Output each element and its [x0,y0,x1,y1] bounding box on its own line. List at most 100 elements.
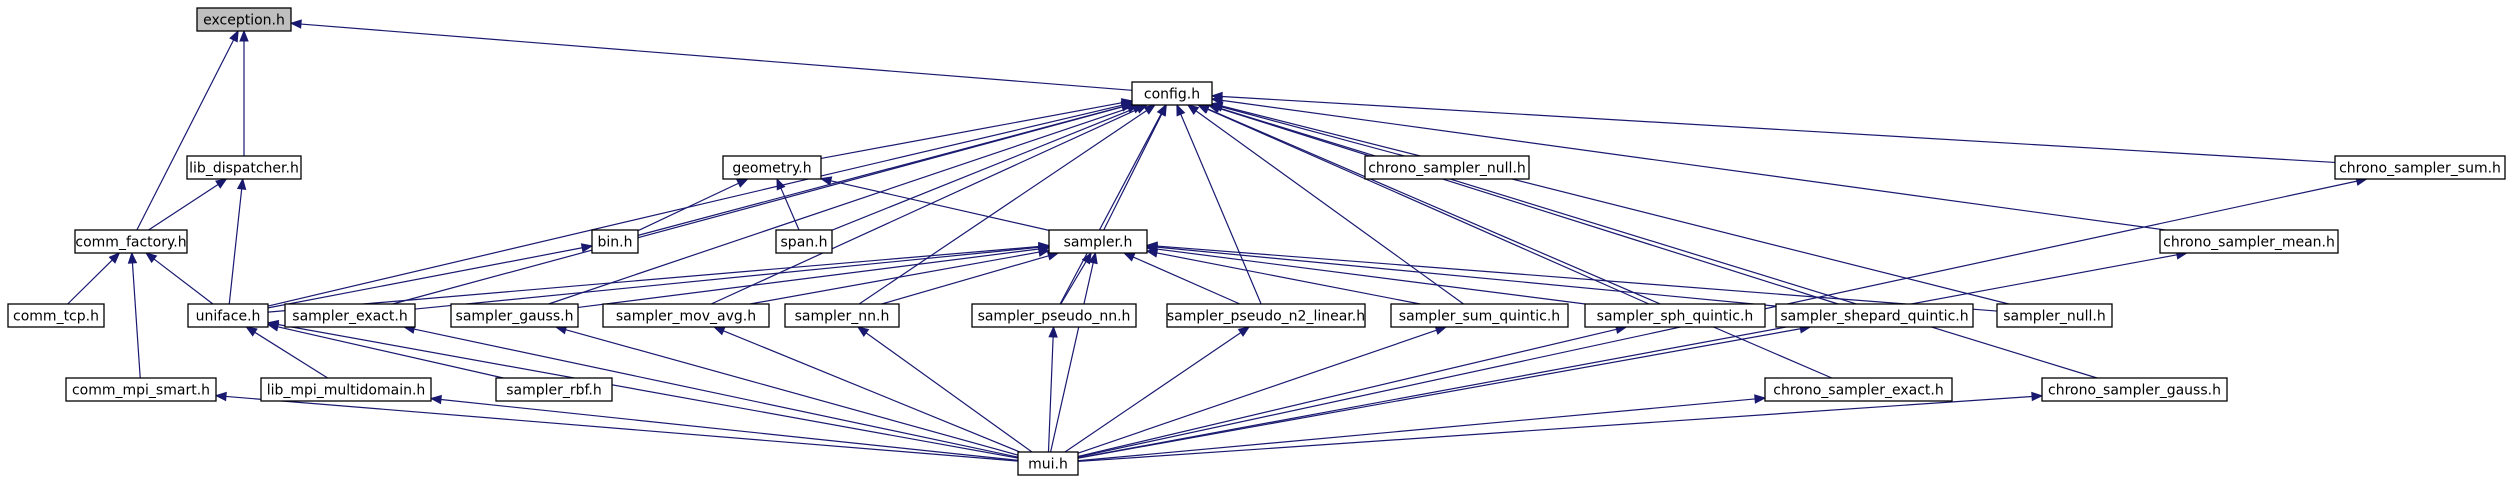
node-box [1584,303,1766,328]
edge-line [392,106,1123,305]
arrowhead-icon [127,251,138,264]
edge-line [277,323,1019,459]
edge-sampler_pseudo_nn-to-sampler [1060,251,1092,305]
node-sampler-nn[interactable]: sampler_nn.h [784,303,900,328]
arrowhead-icon [1088,251,1098,265]
arrowhead-icon [1081,251,1092,265]
arrowhead-icon [1208,103,1221,113]
node-sampler-exact[interactable]: sampler_exact.h [284,303,416,328]
edge-line [267,104,1123,307]
node-label: lib_dispatcher.h [189,161,299,177]
edge-line [440,398,1019,461]
node-label: uniface.h [196,309,261,325]
node-box [186,155,302,180]
node-mui[interactable]: mui.h [1017,451,1079,476]
node-span[interactable]: span.h [775,229,833,254]
edge-line [1103,113,1163,231]
node-chrono-sampler-null[interactable]: chrono_sampler_null.h [1364,155,1530,180]
node-label: mui.h [1028,457,1068,473]
edge-chrono_sampler_exact-to-config [1197,104,1833,379]
edge-mui-to-sampler_nn [856,326,1033,453]
node-box [1775,303,1974,328]
edge-mui-to-uniface [266,319,1019,459]
node-sampler-pseudo-n2-linear[interactable]: sampler_pseudo_n2_linear.h [1166,303,1366,328]
edge-line [413,328,1019,458]
node-sampler-null[interactable]: sampler_null.h [1996,303,2113,328]
edge-line [1077,254,2178,459]
node-box [775,229,833,254]
node-label: chrono_sampler_exact.h [1773,383,1943,399]
node-config[interactable]: config.h [1131,81,1213,106]
node-uniface[interactable]: uniface.h [187,303,269,328]
node-exception[interactable]: exception.h [196,7,292,32]
node-box [187,303,269,328]
node-comm-tcp[interactable]: comm_tcp.h [7,303,105,328]
node-label: sampler_pseudo_n2_linear.h [1167,309,1365,325]
edge-line [577,248,1040,309]
node-sampler[interactable]: sampler.h [1048,229,1148,254]
node-sampler-rbf[interactable]: sampler_rbf.h [495,377,613,402]
node-lib-dispatcher[interactable]: lib_dispatcher.h [186,155,302,180]
node-sampler-sph-quintic[interactable]: sampler_sph_quintic.h [1584,303,1766,328]
node-box [2159,229,2339,254]
edge-mui-to-sampler_sum_quintic [1077,325,1448,454]
node-label: comm_mpi_smart.h [72,383,210,399]
edge-comm_tcp-to-comm_factory [67,252,121,305]
node-comm-factory[interactable]: comm_factory.h [74,229,188,254]
node-box [1131,81,1213,106]
node-box [591,229,639,254]
edge-line [723,330,1021,453]
node-geometry[interactable]: geometry.h [722,155,822,180]
node-box [1996,303,2113,328]
edge-lib_dispatcher-to-exception [239,29,249,156]
node-bin[interactable]: bin.h [591,229,639,254]
node-sampler-sum-quintic[interactable]: sampler_sum_quintic.h [1390,303,1569,328]
node-label: config.h [1144,87,1200,103]
edge-line [565,329,1019,456]
node-sampler-mov-avg[interactable]: sampler_mov_avg.h [602,303,770,328]
edge-mui-to-comm_mpi_smart [214,391,1019,462]
edge-mui-to-sampler_shepard_quintic [1077,324,1812,459]
arrowhead-icon [1037,247,1051,257]
node-chrono-sampler-mean[interactable]: chrono_sampler_mean.h [2159,229,2339,254]
edge-line [153,258,214,305]
edge-sampler_rbf-to-uniface [266,322,504,379]
edge-line [780,187,800,231]
edge-config-to-exception [289,19,1133,91]
edge-line [228,188,243,305]
arrowhead-icon [266,319,280,330]
node-sampler-shepard-quintic[interactable]: sampler_shepard_quintic.h [1775,303,1974,328]
edge-comm_mpi_smart-to-comm_factory [127,251,141,379]
edge-lib_mpi_multidomain-to-uniface [245,326,328,379]
arrowhead-icon [145,252,158,264]
arrowhead-icon [108,252,121,264]
edge-sampler_pseudo_n2_linear-to-config [1176,103,1262,305]
node-sampler-pseudo-nn[interactable]: sampler_pseudo_nn.h [971,303,1137,328]
node-chrono-sampler-exact[interactable]: chrono_sampler_exact.h [1764,377,1953,402]
node-box [784,303,900,328]
node-chrono-sampler-gauss[interactable]: chrono_sampler_gauss.h [2041,377,2228,402]
arrowhead-icon [1122,252,1136,262]
edge-line [1077,395,2033,463]
edge-mui-to-sampler_pseudo_n2_linear [1064,326,1251,453]
arrowhead-icon [245,326,258,337]
edge-line [858,110,1147,305]
node-box [1166,303,1366,328]
edge-line [267,247,583,309]
node-comm-mpi-smart[interactable]: comm_mpi_smart.h [65,377,217,402]
arrowhead-icon [776,177,786,191]
node-label: chrono_sampler_mean.h [2163,235,2335,251]
node-lib-mpi-multidomain[interactable]: lib_mpi_multidomain.h [260,377,432,402]
edge-layer [67,19,2369,463]
edge-line [1156,252,1421,305]
arrowhead-icon [429,394,442,405]
node-label: sampler_gauss.h [456,309,574,325]
arrowhead-icon [289,19,302,29]
node-label: chrono_sampler_gauss.h [2048,383,2221,399]
node-sampler-gauss[interactable]: sampler_gauss.h [450,303,579,328]
edge-line [710,108,1138,305]
edge-line [1180,113,1262,305]
edge-comm_factory-to-lib_dispatcher [148,178,228,231]
node-chrono-sampler-sum[interactable]: chrono_sampler_sum.h [2334,155,2506,180]
arrowhead-icon [215,178,228,189]
